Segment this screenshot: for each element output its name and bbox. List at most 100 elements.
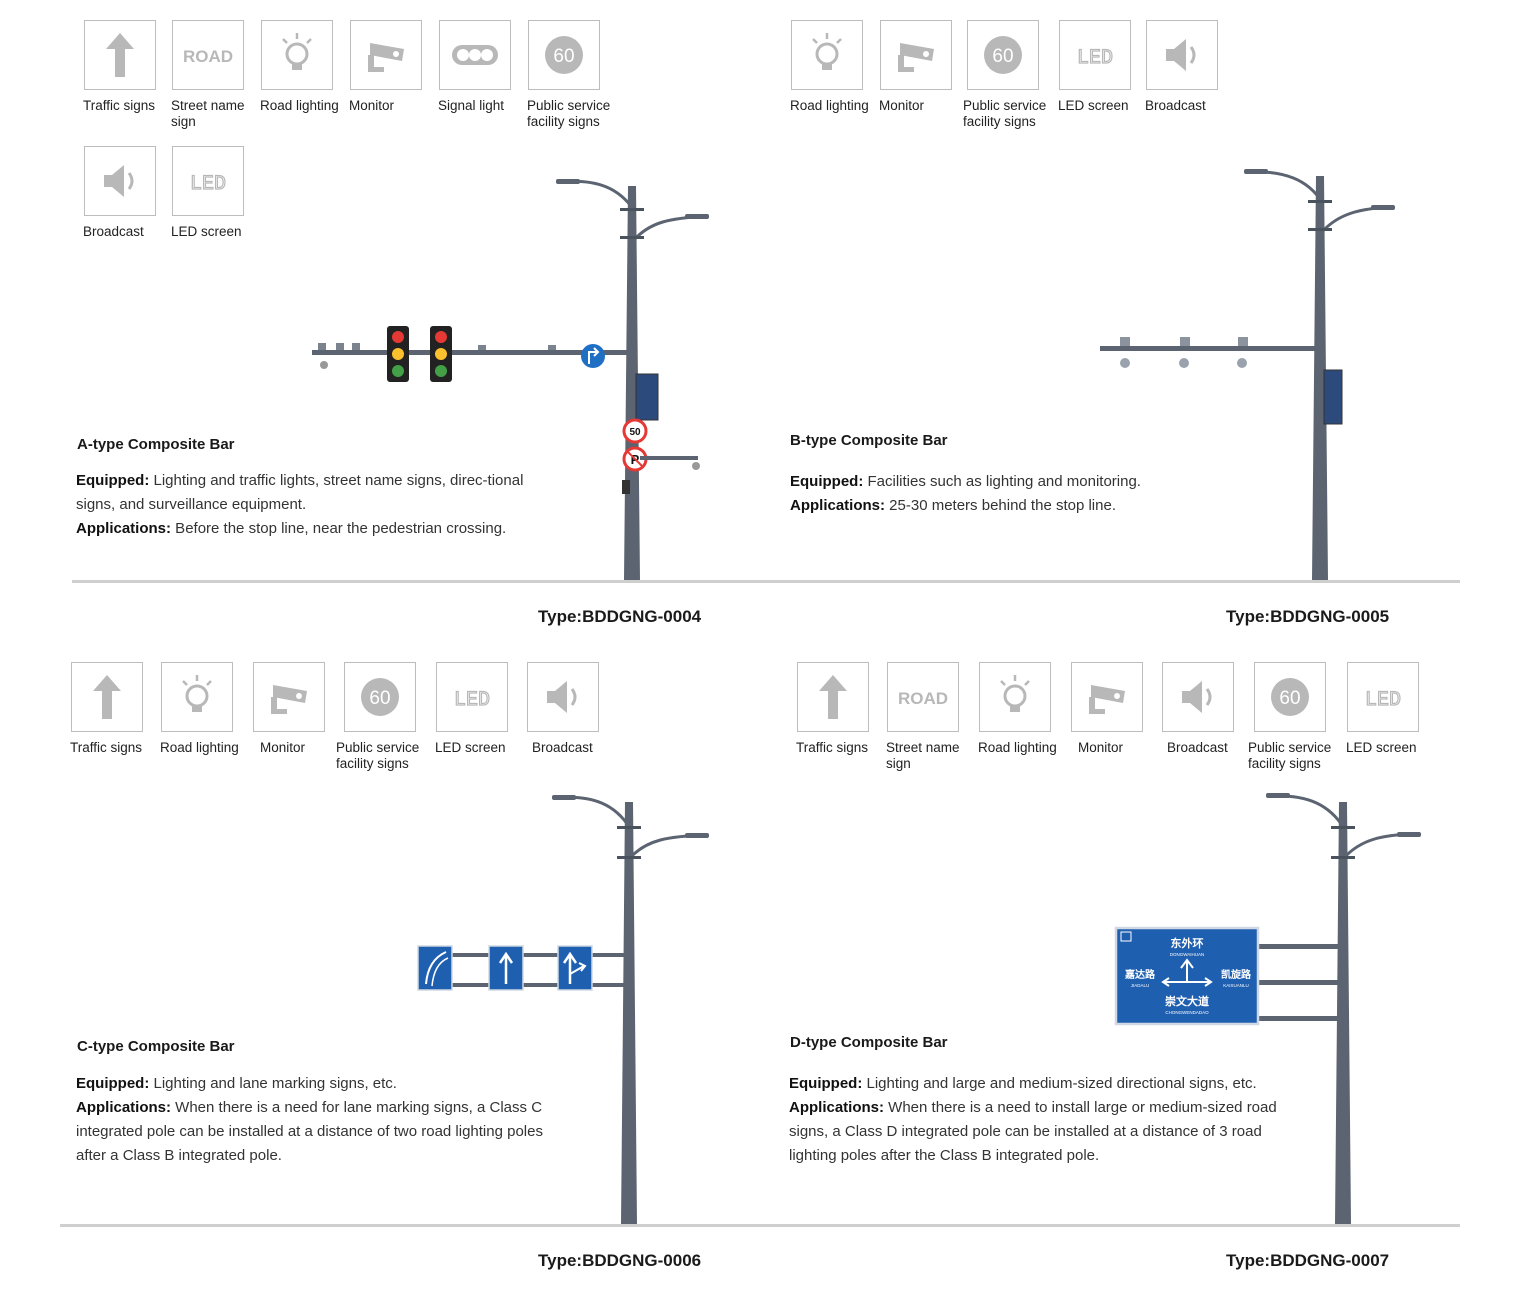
panel-d: Traffic signs ROAD Street name sign Road… [760, 648, 1520, 1296]
icon-label: Broadcast [1167, 740, 1228, 755]
icon-cell-monitor: Monitor [341, 20, 431, 114]
type-code: Type:BDDGNG-0005 [1226, 607, 1390, 626]
icon-cell-street-name-sign: ROAD Street name sign [878, 662, 968, 772]
icon-cell-broadcast: Broadcast [518, 662, 608, 756]
lane-sign-straight-right [557, 945, 593, 991]
panel-title: D-type Composite Bar [790, 1034, 948, 1051]
applications-label: Applications: [76, 520, 172, 537]
sign-right-text: 凯旋路 [1221, 968, 1252, 981]
bulb-icon [1000, 675, 1030, 712]
icon-label: Monitor [349, 98, 395, 113]
icon-label: Monitor [879, 98, 925, 113]
equipped-label: Equipped: [790, 473, 864, 490]
led-text: LED [454, 689, 490, 712]
led-text-icon: LED [453, 688, 490, 712]
cross-arm [312, 350, 634, 355]
icon-label: Street name sign [886, 740, 960, 771]
arrow-up-icon [93, 675, 121, 719]
panel-title: C-type Composite Bar [77, 1038, 235, 1055]
icon-cell-traffic-signs: Traffic signs [75, 20, 165, 114]
signal-light-icon [452, 45, 498, 65]
speed-limit-sign: 50 [622, 418, 648, 444]
icon-label: Road lighting [790, 98, 869, 113]
type-code: Type:BDDGNG-0007 [1226, 1251, 1390, 1270]
pole-shaft [621, 802, 637, 1224]
pole-shaft [1335, 802, 1351, 1224]
icon-label: Street name sign [171, 98, 245, 129]
pole-illustration-c [417, 795, 709, 1224]
bulb-icon [182, 675, 212, 712]
road-text-icon: ROAD [183, 47, 233, 66]
icon-cell-road-lighting: Road lighting [252, 20, 342, 114]
speed-limit-text: 50 [629, 427, 641, 438]
icon-label: Public service facility signs [1248, 740, 1332, 771]
sign-top-text: 东外环 [1171, 936, 1204, 950]
icon-label: Traffic signs [83, 98, 156, 113]
speaker-icon [1182, 681, 1212, 713]
equipped-text: Lighting and large and medium-sized dire… [862, 1075, 1257, 1092]
icon-cell-broadcast: Broadcast [75, 146, 165, 240]
road-text: ROAD [898, 689, 948, 708]
icon-cell-public-service: 60 Public service facility signs [519, 20, 619, 130]
led-screen-panel [1323, 369, 1343, 425]
sign-top-pinyin: DONGWAIHUAN [1170, 952, 1205, 957]
led-text-icon: LED [189, 172, 226, 196]
led-text: LED [1077, 47, 1113, 70]
applications-text: When there is a need for lane marking si… [76, 1099, 543, 1164]
panel-description: Equipped: Lighting and traffic lights, s… [76, 469, 546, 541]
icon-label: Traffic signs [796, 740, 869, 755]
cross-arm [1100, 346, 1322, 351]
type-code: Type:BDDGNG-0006 [538, 1251, 702, 1270]
led-text: LED [190, 173, 226, 196]
applications-label: Applications: [790, 497, 886, 514]
ground-line [760, 1224, 1460, 1227]
icon-cell-traffic-signs: Traffic signs [62, 662, 152, 756]
arrow-up-icon [819, 675, 847, 719]
speaker-icon [547, 681, 577, 713]
speed-text: 60 [992, 46, 1013, 67]
arrow-up-icon [106, 33, 134, 77]
panel-description: Equipped: Lighting and lane marking sign… [76, 1072, 551, 1168]
sign-bottom-pinyin: CHONGWENDADAO [1165, 1010, 1209, 1015]
sign-left-pinyin: JIADALU [1131, 983, 1150, 988]
speaker-icon [1166, 39, 1196, 71]
icon-cell-led-screen: LED LED screen [1338, 662, 1428, 756]
icon-label: Broadcast [532, 740, 593, 755]
icon-label: Road lighting [260, 98, 339, 113]
icon-cell-public-service: 60 Public service facility signs [1244, 662, 1340, 772]
icon-label: Broadcast [1145, 98, 1206, 113]
icon-cell-road-lighting: Road lighting [152, 662, 242, 756]
camera-icon [271, 685, 307, 714]
icon-label: LED screen [1058, 98, 1129, 113]
icon-label: Traffic signs [70, 740, 143, 755]
icon-label: Monitor [1078, 740, 1124, 755]
speed-60-icon: 60 [984, 36, 1022, 74]
icon-label: Public service facility signs [963, 98, 1047, 129]
pole-illustration-b [1100, 169, 1395, 580]
sign-left-text: 嘉达路 [1124, 968, 1156, 981]
sign-bottom-text: 崇文大道 [1165, 994, 1209, 1008]
traffic-light-1 [387, 326, 409, 382]
applications-text: Before the stop line, near the pedestria… [171, 520, 507, 537]
sign-right-pinyin: KAIXUANLU [1223, 983, 1249, 988]
panel-b: Road lighting Monitor 60 Public service … [760, 0, 1520, 648]
icon-label: Monitor [260, 740, 306, 755]
led-text-icon: LED [1076, 46, 1113, 70]
icon-label: LED screen [1346, 740, 1417, 755]
led-text-icon: LED [1364, 688, 1401, 712]
speaker-icon [104, 165, 134, 197]
speed-60-icon: 60 [1271, 678, 1309, 716]
panel-description: Equipped: Lighting and large and medium-… [789, 1072, 1309, 1168]
traffic-light-2 [430, 326, 452, 382]
applications-label: Applications: [789, 1099, 885, 1116]
equipped-text: Lighting and lane marking signs, etc. [149, 1075, 397, 1092]
panel-title: A-type Composite Bar [77, 436, 235, 453]
icon-cell-broadcast: Broadcast [1153, 662, 1243, 756]
icon-label: LED screen [435, 740, 506, 755]
camera-icon [1089, 685, 1125, 714]
pole-illustration-a: 50 P [312, 179, 709, 580]
road-text-icon: ROAD [898, 689, 948, 708]
camera-icon [368, 43, 404, 72]
turn-right-sign-icon [581, 344, 605, 368]
speed-text: 60 [1279, 688, 1300, 709]
